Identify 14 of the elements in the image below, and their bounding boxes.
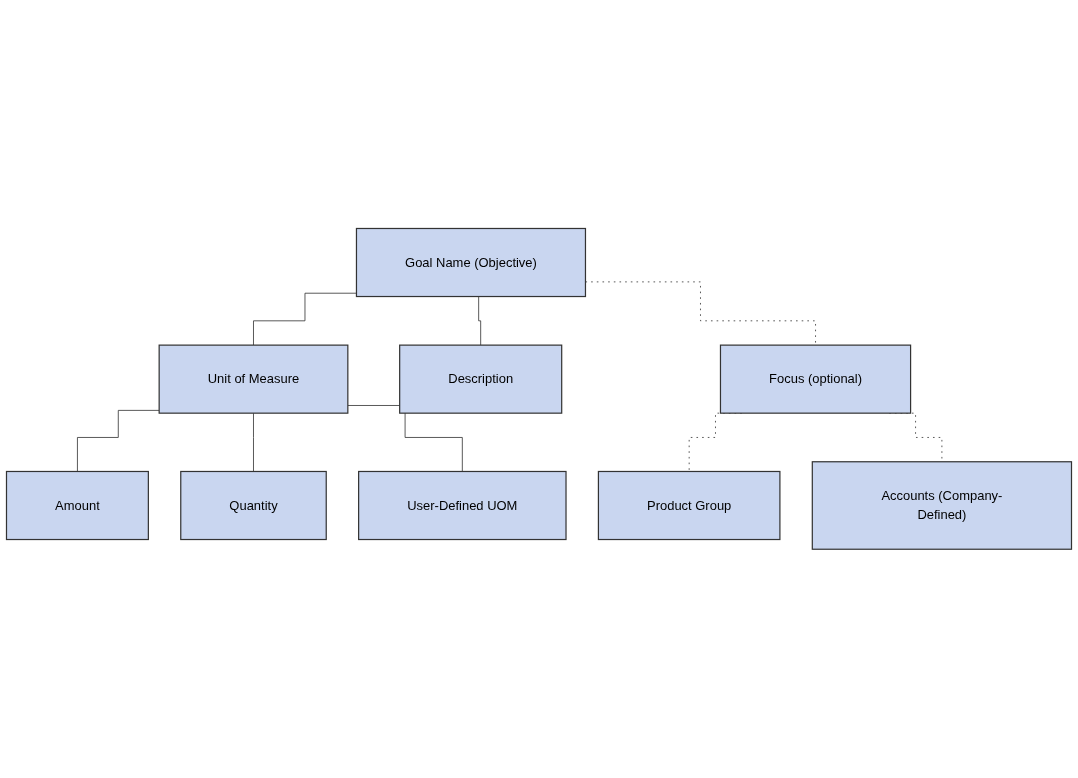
- node-box: Quantity: [180, 471, 327, 541]
- connector: [77, 410, 160, 473]
- node-box: Unit of Measure: [158, 344, 349, 414]
- node-box: User-Defined UOM: [358, 471, 567, 541]
- node-box: Accounts (Company-Defined): [811, 461, 1073, 550]
- connector: [347, 405, 463, 473]
- connector: [253, 292, 357, 346]
- connector: [253, 412, 254, 473]
- node-box: Focus (optional): [719, 344, 912, 414]
- node-box: Description: [399, 344, 563, 414]
- node-box: Product Group: [597, 471, 781, 541]
- connector: [476, 296, 482, 346]
- node-box: Amount: [5, 471, 149, 541]
- node-box: Goal Name (Objective): [355, 228, 587, 298]
